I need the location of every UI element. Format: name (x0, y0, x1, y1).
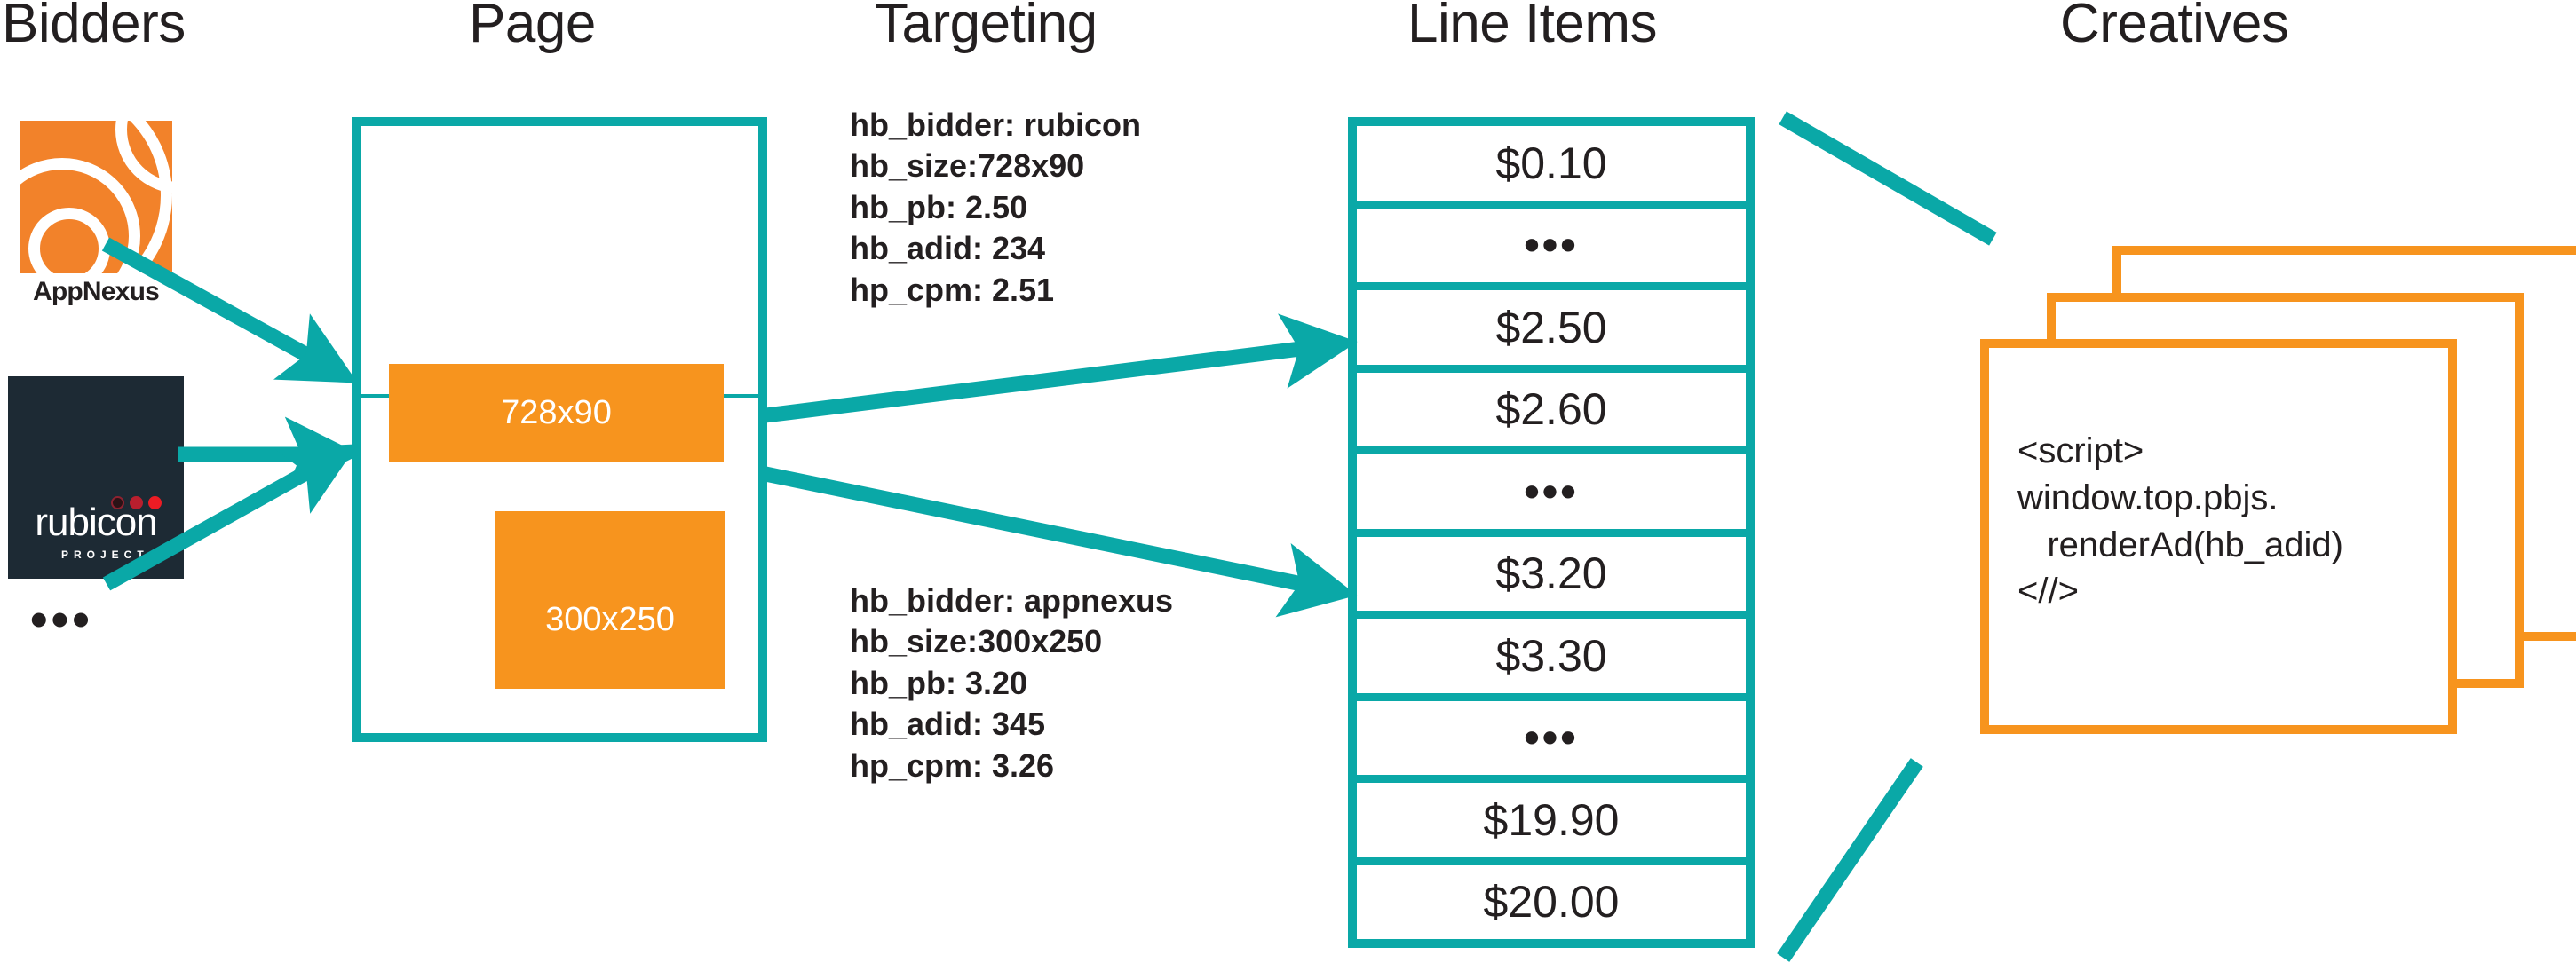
targeting-line: hb_bidder: rubicon (850, 107, 1141, 143)
column-title-page: Page (469, 0, 596, 54)
targeting-line: hb_adid: 345 (850, 706, 1046, 743)
ad-slot-728x90[interactable]: 728x90 (389, 364, 724, 462)
targeting-line: hb_pb: 3.20 (850, 664, 1028, 701)
column-title-targeting: Targeting (875, 0, 1098, 54)
bidders-more-ellipsis: ••• (30, 591, 93, 647)
arrow-page-to-line-item-250 (764, 313, 1358, 423)
targeting-block-rubicon: hb_bidder: rubicon hb_size:728x90 hb_pb:… (850, 105, 1141, 311)
line-item-value: $20.00 (1483, 877, 1620, 927)
line-item-value: $3.20 (1495, 549, 1607, 599)
rubicon-subtitle: PROJECT (61, 549, 149, 561)
targeting-line: hb_size:728x90 (850, 147, 1085, 185)
rubicon-wordmark: rubicon (35, 501, 157, 544)
line-item-value: ••• (1524, 220, 1579, 271)
line-item-row[interactable]: $3.20 (1357, 536, 1746, 619)
arrow-page-to-line-item-320 (764, 466, 1358, 618)
line-item-row[interactable]: $20.00 (1357, 864, 1746, 939)
page-browser-top-region (352, 117, 767, 403)
line-item-value: $2.60 (1495, 384, 1607, 435)
creative-code-snippet: <script> window.top.pbjs. renderAd(hb_ad… (2017, 431, 2343, 612)
appnexus-logo-icon (20, 121, 172, 273)
line-item-row-ellipsis: ••• (1357, 700, 1746, 783)
column-title-bidders: Bidders (2, 0, 186, 54)
line-item-row[interactable]: $3.30 (1357, 619, 1746, 701)
line-item-value: $19.90 (1483, 794, 1620, 845)
targeting-line: hp_cpm: 3.26 (850, 746, 1055, 784)
line-item-row-ellipsis: ••• (1357, 454, 1746, 537)
connector-line-items-to-creatives-top (1779, 111, 1997, 246)
line-item-value: ••• (1524, 713, 1579, 763)
column-title-creatives: Creatives (2060, 0, 2289, 54)
line-item-row[interactable]: $2.50 (1357, 290, 1746, 373)
targeting-line: hb_size:300x250 (850, 623, 1103, 660)
targeting-line: hb_pb: 2.50 (850, 188, 1028, 225)
creative-card-front[interactable] (1980, 339, 2457, 734)
line-items-list: $0.10 ••• $2.50 $2.60 ••• $3.20 $3.30 ••… (1348, 117, 1755, 948)
column-title-line-items: Line Items (1407, 0, 1658, 54)
connector-line-items-to-creatives-bottom (1777, 758, 1923, 962)
line-item-row[interactable]: $2.60 (1357, 372, 1746, 454)
appnexus-wordmark: AppNexus (33, 277, 160, 306)
line-item-value: ••• (1524, 466, 1579, 517)
targeting-line: hp_cpm: 2.51 (850, 271, 1055, 308)
targeting-line: hb_adid: 234 (850, 230, 1046, 267)
line-item-value: $2.50 (1495, 302, 1607, 352)
line-item-row-ellipsis: ••• (1357, 208, 1746, 290)
line-item-value: $0.10 (1495, 138, 1607, 188)
targeting-block-appnexus: hb_bidder: appnexus hb_size:300x250 hb_p… (850, 580, 1173, 786)
line-item-value: $3.30 (1495, 630, 1607, 681)
ad-slot-728x90-label: 728x90 (501, 393, 612, 431)
rubicon-project-logo-icon: rubicon PROJECT (8, 376, 184, 579)
ad-slot-300x250-label: 300x250 (545, 600, 675, 638)
targeting-line: hb_bidder: appnexus (850, 582, 1174, 619)
line-item-row[interactable]: $0.10 (1357, 126, 1746, 209)
line-item-row[interactable]: $19.90 (1357, 783, 1746, 865)
ad-slot-300x250[interactable]: 300x250 (495, 511, 725, 689)
